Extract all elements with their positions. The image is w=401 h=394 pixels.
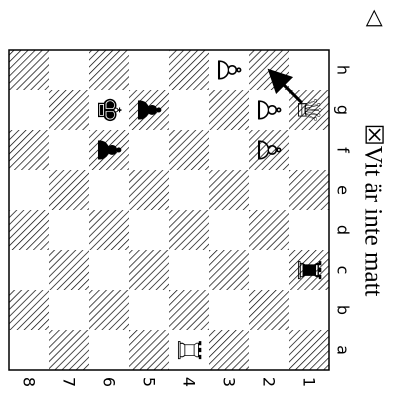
square-e5 <box>129 170 169 210</box>
square-e4 <box>169 170 209 210</box>
square-g3 <box>209 90 249 130</box>
square-h4 <box>169 50 209 90</box>
square-e1 <box>289 170 329 210</box>
square-a2 <box>249 330 289 370</box>
square-f5 <box>129 130 169 170</box>
rank-label-7: 7 <box>60 377 79 387</box>
square-c7 <box>49 250 89 290</box>
white-pawn-h3: ♙ <box>210 56 248 85</box>
square-e8 <box>9 170 49 210</box>
square-a5 <box>129 330 169 370</box>
square-g8 <box>9 90 49 130</box>
black-king-g6: ♚ <box>90 96 128 125</box>
square-c3 <box>209 250 249 290</box>
black-pawn-g5: ♟ <box>130 96 168 125</box>
square-d7 <box>49 210 89 250</box>
square-a6 <box>89 330 129 370</box>
square-d6 <box>89 210 129 250</box>
square-b6 <box>89 290 129 330</box>
square-g4 <box>169 90 209 130</box>
square-g7 <box>49 90 89 130</box>
square-a3 <box>209 330 249 370</box>
file-label-c: c <box>334 266 353 275</box>
file-label-f: f <box>334 147 353 153</box>
black-pawn-f6: ♟ <box>90 136 128 165</box>
file-label-a: a <box>334 345 353 355</box>
file-label-e: e <box>334 185 353 195</box>
square-f1 <box>289 130 329 170</box>
square-b4 <box>169 290 209 330</box>
square-f4 <box>169 130 209 170</box>
file-label-b: b <box>334 305 353 315</box>
square-b8 <box>9 290 49 330</box>
file-label-g: g <box>334 105 353 115</box>
square-b1 <box>289 290 329 330</box>
square-h1 <box>289 50 329 90</box>
square-b7 <box>49 290 89 330</box>
white-pawn-f2: ♙ <box>250 136 288 165</box>
square-f8 <box>9 130 49 170</box>
white-queen-g1: ♕ <box>290 96 328 125</box>
square-e6 <box>89 170 129 210</box>
square-d5 <box>129 210 169 250</box>
square-a1 <box>289 330 329 370</box>
rank-label-3: 3 <box>220 377 239 387</box>
square-c5 <box>129 250 169 290</box>
square-d4 <box>169 210 209 250</box>
file-label-h: h <box>334 65 353 75</box>
rank-labels: 1 2 3 4 5 6 7 8 <box>20 377 319 387</box>
square-d1 <box>289 210 329 250</box>
square-d3 <box>209 210 249 250</box>
rank-label-2: 2 <box>260 377 279 387</box>
square-d2 <box>249 210 289 250</box>
square-h7 <box>49 50 89 90</box>
square-h5 <box>129 50 169 90</box>
square-h6 <box>89 50 129 90</box>
white-rook-a4: ♖ <box>170 336 208 365</box>
square-f3 <box>209 130 249 170</box>
square-f7 <box>49 130 89 170</box>
caption-text: ☒Vit är inte matt <box>360 124 387 297</box>
square-c8 <box>9 250 49 290</box>
square-b3 <box>209 290 249 330</box>
rank-label-1: 1 <box>300 377 319 387</box>
square-a7 <box>49 330 89 370</box>
square-e2 <box>249 170 289 210</box>
rank-label-4: 4 <box>180 377 199 387</box>
square-e3 <box>209 170 249 210</box>
square-b5 <box>129 290 169 330</box>
white-pawn-g2: ♙ <box>250 96 288 125</box>
rank-label-5: 5 <box>140 377 159 387</box>
rank-label-6: 6 <box>100 377 119 387</box>
square-c2 <box>249 250 289 290</box>
square-a8 <box>9 330 49 370</box>
square-d8 <box>9 210 49 250</box>
square-e7 <box>49 170 89 210</box>
black-rook-c1: ♜ <box>290 256 328 285</box>
square-b2 <box>249 290 289 330</box>
square-c6 <box>89 250 129 290</box>
rank-label-8: 8 <box>20 377 39 387</box>
square-c4 <box>169 250 209 290</box>
file-label-d: d <box>334 225 353 235</box>
file-labels: a b c d e f g h <box>334 65 353 355</box>
square-h8 <box>9 50 49 90</box>
turn-marker: ◁ <box>364 10 389 27</box>
